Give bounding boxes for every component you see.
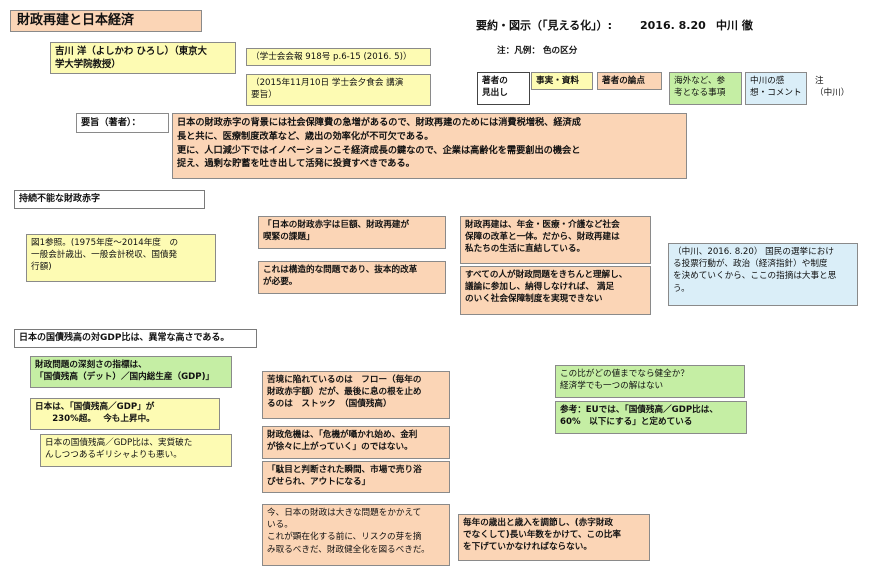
legend-points: 著者の論点 [597,72,662,90]
section1-heading: 持続不能な財政赤字 [14,190,205,209]
section2-now: 今、日本の財政は大きな問題をかかえて いる。 これが顕在化する前に、リスクの芽を… [262,504,450,566]
section2-crisis-flow-stock: 苦境に陥れているのは フロー（毎年の 財政赤字額）だが、最後に息の根を止め るの… [262,371,450,419]
source-bulletin: （学士会会報 918号 p.6-15 (2016. 5)） [246,48,431,66]
legend-facts: 事実・資料 [531,72,593,90]
section2-vs-greece: 日本の国債残高／GDP比は、実質破た んしつつあるギリシャよりも悪い。 [40,434,232,467]
legend-heading: 著者の 見出し [477,72,530,105]
page-title: 財政再建と日本経済 [10,10,202,32]
section2-japan-ratio: 日本は、「国債残高／GDP」が 230%超。 今も上昇中。 [30,398,220,430]
section2-crisis-market: 「駄目と判断された瞬間、市場で売り浴 びせられ、アウトになる」 [262,461,450,493]
section1-point-deficit: 「日本の財政赤字は巨額、財政再建が 喫緊の課題」 [258,216,446,249]
section1-comment: （中川、2016. 8.20） 国民の選挙におけ る投票行動が、政治（経済指針）… [668,243,858,306]
legend-overseas: 海外など、参 考となる事項 [669,72,742,105]
section2-heading: 日本の国債残高の対GDP比は、異常な高さである。 [14,329,257,348]
summary-text: 日本の財政赤字の背景には社会保障費の急増があるので、財政再建のためには消費税増税… [172,113,687,179]
legend-note: 注：凡例： 色の区分 [497,46,578,56]
section1-figure-ref: 図1参照。(1975年度～2014年度 の 一般会計歳出、一般会計税収、国債発 … [26,234,216,282]
source-lecture: （2015年11月10日 学士会夕食会 講演 要旨） [246,74,431,106]
header-author: 中川 徹 [716,19,753,32]
legend-comment: 中川の感 想・コメント [745,72,807,105]
legend-note-nakagawa: 注 （中川） [815,76,850,99]
section1-point-structural: これは構造的な問題であり、抜本的改革 が必要。 [258,261,446,294]
section2-crisis-rates: 財政危機は、「危機が囁かれ始め、金利 が徐々に上がっていく」のではない。 [262,426,450,459]
section2-eu-reference: 参考：EUでは、「国債残高／GDP比は、 60% 以下にする」と定めている [555,401,747,434]
header-date: 2016. 8.20 [640,19,706,32]
author-info: 吉川 洋（よしかわ ひろし）（東京大 学大学院教授） [50,42,236,74]
section1-point-participation: すべての人が財政問題をきちんと理解し、 議論に参加し、納得しなければ、 満足 の… [460,266,651,315]
section1-point-social-security: 財政再建は、年金・医療・介護など社会 保障の改革と一体。だから、財政再建は 私た… [460,216,651,264]
summary-label: 要旨（著者）： [76,113,169,133]
section2-balance: 毎年の歳出と歳入を調節し、(赤字財政 でなくして)長い年数をかけて、この比率 を… [458,514,650,561]
section2-indicator: 財政問題の深刻さの指標は、 「国債残高（デット）／国内総生産（GDP)」 [30,356,232,388]
header-summary: 要約・図示（「見える化」）: [476,19,613,32]
section2-question: この比がどの値までなら健全か？ 経済学でも一つの解はない [555,365,745,398]
